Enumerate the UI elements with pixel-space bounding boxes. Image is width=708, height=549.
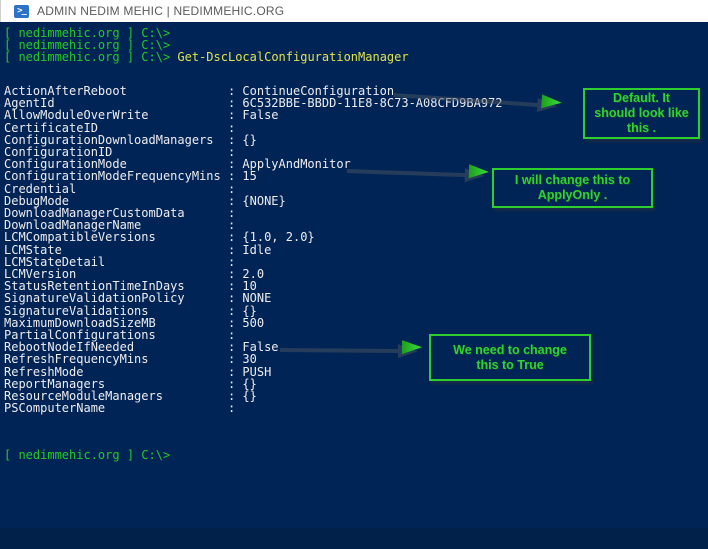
output-row: LCMStateDetail : xyxy=(4,254,236,269)
output-row: DownloadManagerName : xyxy=(4,218,236,233)
output-row: AgentId : 6C532BBE-BBDD-11E8-8C73-A08CFD… xyxy=(4,96,503,111)
current-prompt[interactable]: [ nedimmehic.org ] C:\> xyxy=(4,449,170,461)
powershell-icon: >_ xyxy=(14,4,29,18)
output-row: AllowModuleOverWrite : False xyxy=(4,108,279,123)
output-row: CertificateID : xyxy=(4,120,236,135)
output-row: DebugMode : {NONE} xyxy=(4,193,286,208)
output-row: RefreshMode : PUSH xyxy=(4,364,272,379)
output-row: RefreshFrequencyMins : 30 xyxy=(4,352,257,367)
output-row: SignatureValidations : {} xyxy=(4,303,257,318)
terminal-viewport[interactable]: [ nedimmehic.org ] C:\> [ nedimmehic.org… xyxy=(0,22,708,549)
output-row: RebootNodeIfNeeded : False xyxy=(4,340,279,355)
output-row: PartialConfigurations : xyxy=(4,328,236,343)
output-row: ActionAfterReboot : ContinueConfiguratio… xyxy=(4,84,395,98)
output-row: ConfigurationID : xyxy=(4,145,236,160)
output-row: Credential : xyxy=(4,181,236,196)
output-row: DownloadManagerCustomData : xyxy=(4,206,236,221)
output-row: MaximumDownloadSizeMB : 500 xyxy=(4,315,265,330)
prompt-line: [ nedimmehic.org ] C:\> xyxy=(4,38,171,53)
annotation-arrow-applyonly xyxy=(346,164,489,183)
window-title: ADMIN NEDIM MEHIC | NEDIMMEHIC.ORG xyxy=(37,4,285,18)
console-bottom-edge xyxy=(0,528,708,549)
dsc-output: ActionAfterReboot : ContinueConfiguratio… xyxy=(4,85,503,414)
title-bar: >_ ADMIN NEDIM MEHIC | NEDIMMEHIC.ORG xyxy=(0,0,708,22)
annotation-note-default: Default. It should look like this . xyxy=(583,88,700,139)
annotation-note-true: We need to change this to True xyxy=(429,334,591,381)
output-row: SignatureValidationPolicy : NONE xyxy=(4,291,272,306)
output-row: LCMVersion : 2.0 xyxy=(4,267,265,282)
output-row: ConfigurationDownloadManagers : {} xyxy=(4,132,257,147)
output-row: ReportManagers : {} xyxy=(4,376,257,391)
output-row: LCMCompatibleVersions : {1.0, 2.0} xyxy=(4,230,315,245)
output-row: ResourceModuleManagers : {} xyxy=(4,389,257,404)
prompt-line: [ nedimmehic.org ] C:\> xyxy=(4,50,171,65)
prompt-line: [ nedimmehic.org ] C:\> xyxy=(4,448,171,462)
command-text: Get-DscLocalConfigurationManager xyxy=(177,50,409,65)
output-row: StatusRetentionTimeInDays : 10 xyxy=(4,279,257,294)
annotation-arrow-default xyxy=(393,89,562,113)
annotation-note-applyonly: I will change this to ApplyOnly . xyxy=(492,168,653,208)
output-row: ConfigurationModeFrequencyMins : 15 xyxy=(4,169,257,184)
output-row: LCMState : Idle xyxy=(4,242,272,257)
annotation-arrow-true xyxy=(279,340,422,359)
output-row: ConfigurationMode : ApplyAndMonitor xyxy=(4,157,351,172)
output-row: PSComputerName : xyxy=(4,401,236,416)
prompt-line: [ nedimmehic.org ] C:\> xyxy=(4,26,171,40)
prompt-history: [ nedimmehic.org ] C:\> [ nedimmehic.org… xyxy=(4,27,409,64)
